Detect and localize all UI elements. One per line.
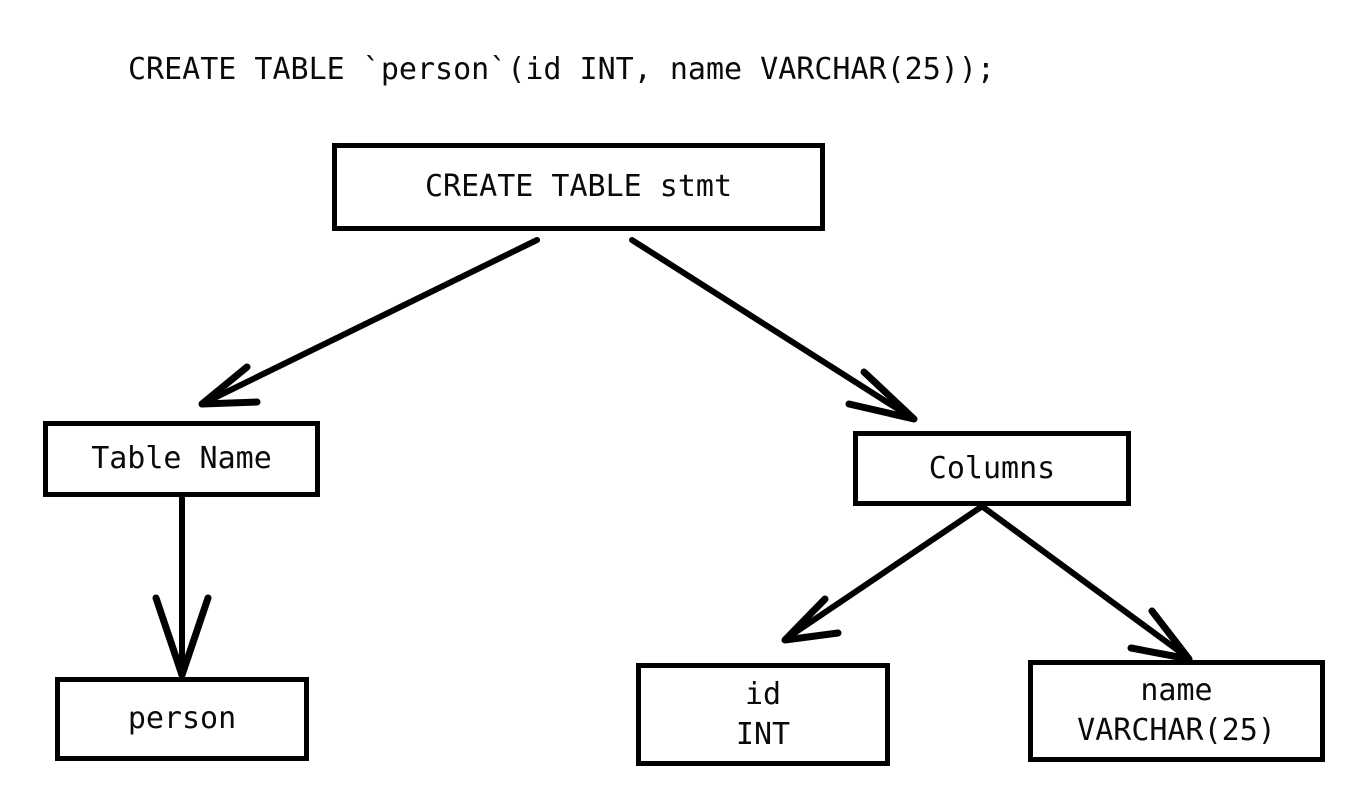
edge-columns-to-name — [980, 504, 1193, 663]
node-column-id[interactable]: id INT — [636, 663, 890, 766]
node-person[interactable]: person — [55, 677, 309, 761]
node-column-name: name — [1140, 673, 1213, 708]
node-create-table-stmt[interactable]: CREATE TABLE stmt — [332, 143, 825, 231]
node-column-type: INT — [735, 716, 791, 752]
node-label: CREATE TABLE stmt — [424, 169, 733, 204]
node-label: Table Name — [91, 441, 272, 476]
node-label: person — [127, 701, 237, 736]
node-columns[interactable]: Columns — [853, 431, 1131, 506]
edge-columns-to-id — [781, 504, 984, 644]
edge-table-name-to-person — [152, 495, 212, 679]
node-table-name[interactable]: Table Name — [43, 421, 320, 497]
edge-root-to-table-name — [198, 237, 540, 408]
node-column-name: id — [744, 676, 782, 712]
node-label: Columns — [928, 450, 1056, 486]
node-column-name-varchar[interactable]: name VARCHAR(25) — [1028, 660, 1325, 762]
node-column-type: VARCHAR(25) — [1077, 713, 1276, 748]
edge-root-to-columns — [629, 237, 918, 423]
sql-statement-caption: CREATE TABLE `person`(id INT, name VARCH… — [128, 52, 995, 87]
